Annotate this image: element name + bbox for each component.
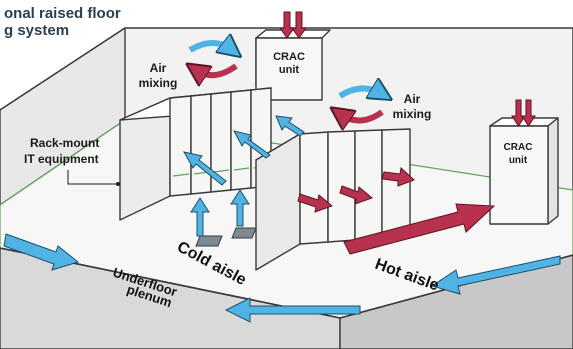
rack-right-4 xyxy=(381,128,411,240)
cold-air-arrow-icon xyxy=(224,297,361,323)
cold-air-arrow-icon xyxy=(183,151,227,186)
air-mixing-cycle-icon xyxy=(340,88,382,120)
title-line-1: onal raised floor xyxy=(4,5,121,22)
rack-right-3 xyxy=(354,129,383,241)
rack-row-left xyxy=(119,87,272,221)
hot-air-arrow-icon xyxy=(343,203,496,255)
rack-right-1 xyxy=(299,131,329,245)
cold-air-arrow-icon xyxy=(230,189,250,227)
rack-left-2 xyxy=(190,93,212,195)
crac-unit-center-label-1: CRAC xyxy=(273,51,305,63)
crac-unit-right: CRAC unit xyxy=(489,117,559,225)
hot-air-arrow-icon xyxy=(279,11,307,39)
hot-air-arrow-icon xyxy=(511,99,536,127)
underfloor-cold-flow xyxy=(3,233,561,323)
rack-row-right xyxy=(255,128,411,271)
cold-air-arrow-icon xyxy=(3,233,80,271)
rack-left-1 xyxy=(169,95,192,197)
crac-unit-center-label-2: unit xyxy=(279,64,299,76)
cold-air-arrow-icon xyxy=(190,197,210,237)
crac-unit-right-label-1: CRAC xyxy=(504,142,533,153)
hot-air-arrow-icon xyxy=(381,167,415,187)
crac-unit-right-body xyxy=(489,125,549,225)
label-air-mixing-right-1: Air xyxy=(404,92,421,106)
hot-air-flow xyxy=(297,167,496,255)
hot-air-arrow-icon xyxy=(339,185,373,205)
cold-air-arrow-icon xyxy=(233,130,271,159)
hot-air-arrow-icon xyxy=(297,193,333,213)
cold-air-flow xyxy=(183,115,305,237)
air-mixing-cycle-icon xyxy=(190,43,236,75)
rack-mount-leader-dot xyxy=(116,182,120,186)
cold-air-arrow-icon xyxy=(275,115,305,137)
label-air-mixing-right-2: mixing xyxy=(393,107,432,121)
rack-mount-leader-line xyxy=(67,170,118,185)
cold-air-arrow-icon xyxy=(430,255,561,295)
crac-unit-right-label-2: unit xyxy=(509,155,528,166)
label-rack-mount-1: Rack-mount xyxy=(30,136,99,150)
label-rack-mount-2: IT equipment xyxy=(24,152,99,166)
title-line-2: g system xyxy=(4,22,69,39)
label-air-mixing-left-1: Air xyxy=(150,61,167,75)
label-air-mixing-left-2: mixing xyxy=(139,76,178,90)
perforated-tiles xyxy=(195,227,257,247)
